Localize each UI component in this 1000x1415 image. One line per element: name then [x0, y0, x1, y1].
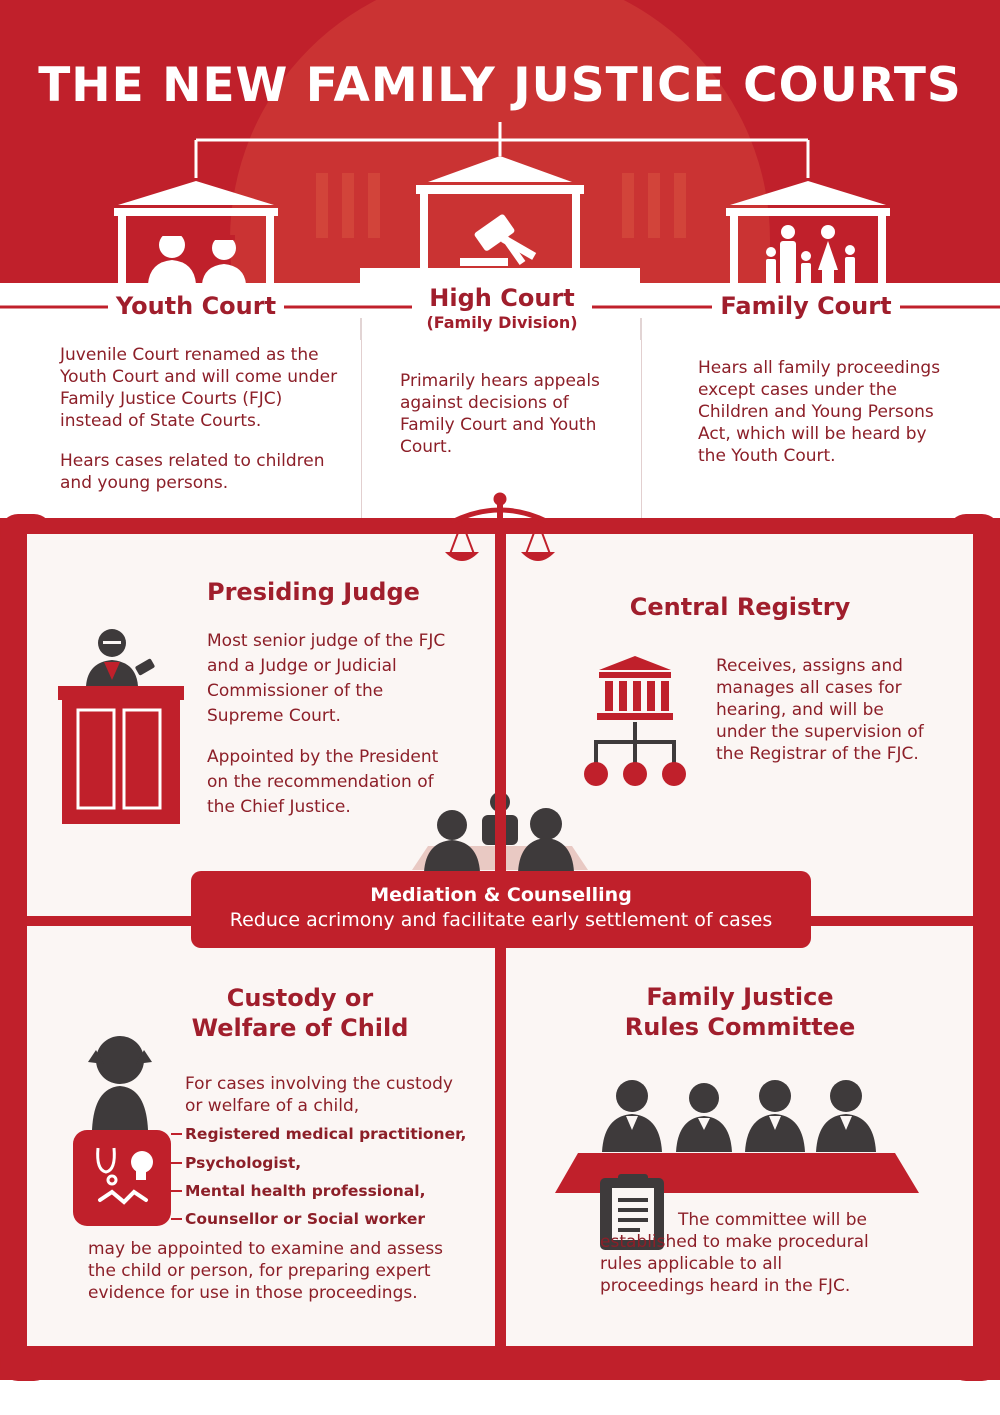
- custody-title-2: Welfare of Child: [191, 1014, 409, 1042]
- high-court-sublabel: (Family Division): [426, 313, 578, 332]
- registry-tree: [594, 722, 676, 765]
- youth-court-description-2: Hears cases related to children and youn…: [60, 451, 325, 493]
- handshake-icon: [98, 1189, 148, 1205]
- custody-bullet: Mental health professional,: [185, 1182, 426, 1200]
- divider: [361, 340, 362, 530]
- frame-divider: [495, 534, 506, 916]
- high-court-description: Primarily hears appeals against decision…: [400, 371, 600, 457]
- divider: [641, 340, 642, 530]
- clipboard-icon: [600, 1174, 664, 1250]
- central-registry-description: Receives, assigns and manages all cases …: [716, 656, 924, 764]
- rules-committee-title-2: Rules Committee: [624, 1013, 856, 1041]
- youth-court-description: Juvenile Court renamed as the Youth Cour…: [60, 345, 338, 431]
- judge-icon: [58, 629, 184, 824]
- custody-bullet: Counsellor or Social worker: [185, 1210, 425, 1228]
- child-icon: [88, 1036, 152, 1130]
- family-icon: [766, 225, 855, 284]
- family-court-label: Family Court: [720, 292, 892, 320]
- high-courthouse-icon: [360, 156, 640, 283]
- family-court-description: Hears all family proceedings except case…: [698, 358, 941, 466]
- family-courthouse-icon: [726, 181, 890, 284]
- custody-outro: may be appointed to examine and assess t…: [88, 1239, 444, 1303]
- central-registry-title: Central Registry: [629, 593, 851, 621]
- stethoscope-icon: [96, 1147, 118, 1186]
- youth-court-label: Youth Court: [115, 292, 277, 320]
- youth-icon: [148, 232, 246, 284]
- courthouse-illustration: [0, 0, 1000, 340]
- rules-committee-title: Family Justice: [646, 983, 834, 1011]
- presiding-judge-appointment: Appointed by the President on the recomm…: [207, 747, 439, 817]
- frame-illustration: [0, 492, 1000, 1381]
- custody-intro: For cases involving the custody or welfa…: [185, 1074, 453, 1116]
- youth-courthouse-icon: [114, 181, 278, 284]
- committee-icon: [602, 1080, 876, 1152]
- custody-title: Custody or: [226, 984, 374, 1012]
- mediation-subtitle: Reduce acrimony and facilitate early set…: [229, 909, 773, 931]
- presiding-judge-title: Presiding Judge: [207, 578, 420, 606]
- rules-committee-description: The committee will be established to mak…: [600, 1210, 869, 1296]
- registry-icon: [597, 656, 673, 720]
- custody-bullet: Registered medical practitioner,: [185, 1125, 467, 1143]
- brain-icon: [131, 1151, 153, 1180]
- presiding-judge-description: Most senior judge of the FJC and a Judge…: [207, 631, 446, 726]
- custody-bullet: Psychologist,: [185, 1154, 302, 1172]
- high-court-label: High Court: [429, 284, 575, 312]
- page-title: THE NEW FAMILY JUSTICE COURTS: [38, 58, 962, 113]
- mediation-banner: [191, 871, 811, 948]
- mediation-title: Mediation & Counselling: [370, 884, 632, 906]
